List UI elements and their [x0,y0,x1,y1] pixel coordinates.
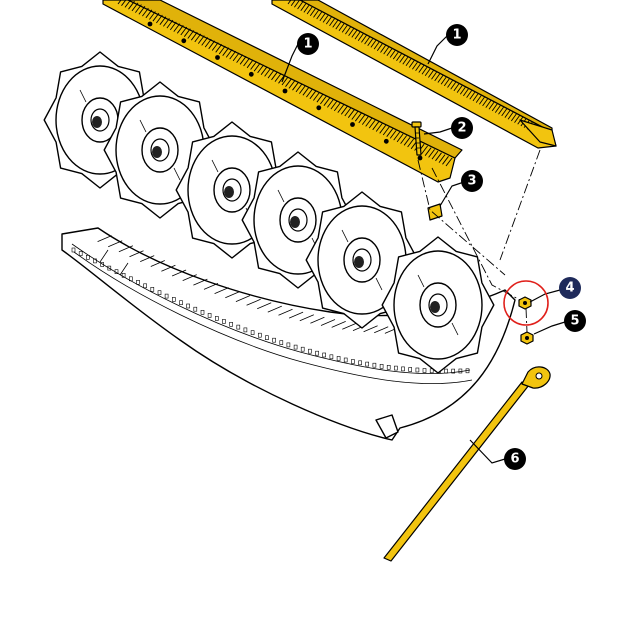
leader-1a [281,43,299,83]
callout-3-disc [461,170,483,192]
leader-4 [529,289,561,303]
assembly-line-2 [417,159,506,276]
grate-holes [71,247,470,374]
callout-3: 3 [461,170,483,192]
callout-1a-disc [297,33,319,55]
rasp-bar-right [271,0,557,149]
leader-1b [427,35,448,65]
callout-1a-label: 1 [303,37,312,52]
callout-2-disc [451,117,473,139]
callout-1b-disc [446,24,468,46]
callout-6-label: 6 [510,452,519,467]
rasp-bar-left-holes [147,21,423,161]
assembly-line-4 [525,307,528,333]
callout-4-label: 4 [565,281,574,296]
connecting-rod [383,366,551,562]
callout-1b: 1 [446,24,468,46]
callout-3-label: 3 [467,174,476,189]
callout-6: 6 [504,448,526,470]
callout-4-disc [559,277,581,299]
leader-6 [469,439,506,464]
drum-disc [381,236,495,374]
highlight-ring [503,280,549,326]
spacer-shim [427,203,443,221]
assembly-line-1 [431,167,521,301]
callout-5-disc [564,310,586,332]
lock-nut [520,331,534,345]
rasp-bar-left [102,0,463,183]
callout-2-label: 2 [457,121,466,136]
leader-2 [423,127,453,135]
concave-grate [61,227,516,441]
drum-discs [43,51,495,374]
drum-disc [305,191,419,329]
callout-1b-label: 1 [452,28,461,43]
callout-4: 4 [559,277,581,299]
callout-2: 2 [451,117,473,139]
leader-3 [439,181,465,207]
bolt [411,121,422,156]
assembly-line-3 [499,149,541,261]
rasp-bar-left-teeth [117,0,453,167]
callout-6-disc [504,448,526,470]
hex-nut [518,296,532,310]
callout-1a: 1 [297,33,319,55]
callout-5: 5 [564,310,586,332]
leader-5 [533,321,566,335]
callout-5-label: 5 [570,314,579,329]
